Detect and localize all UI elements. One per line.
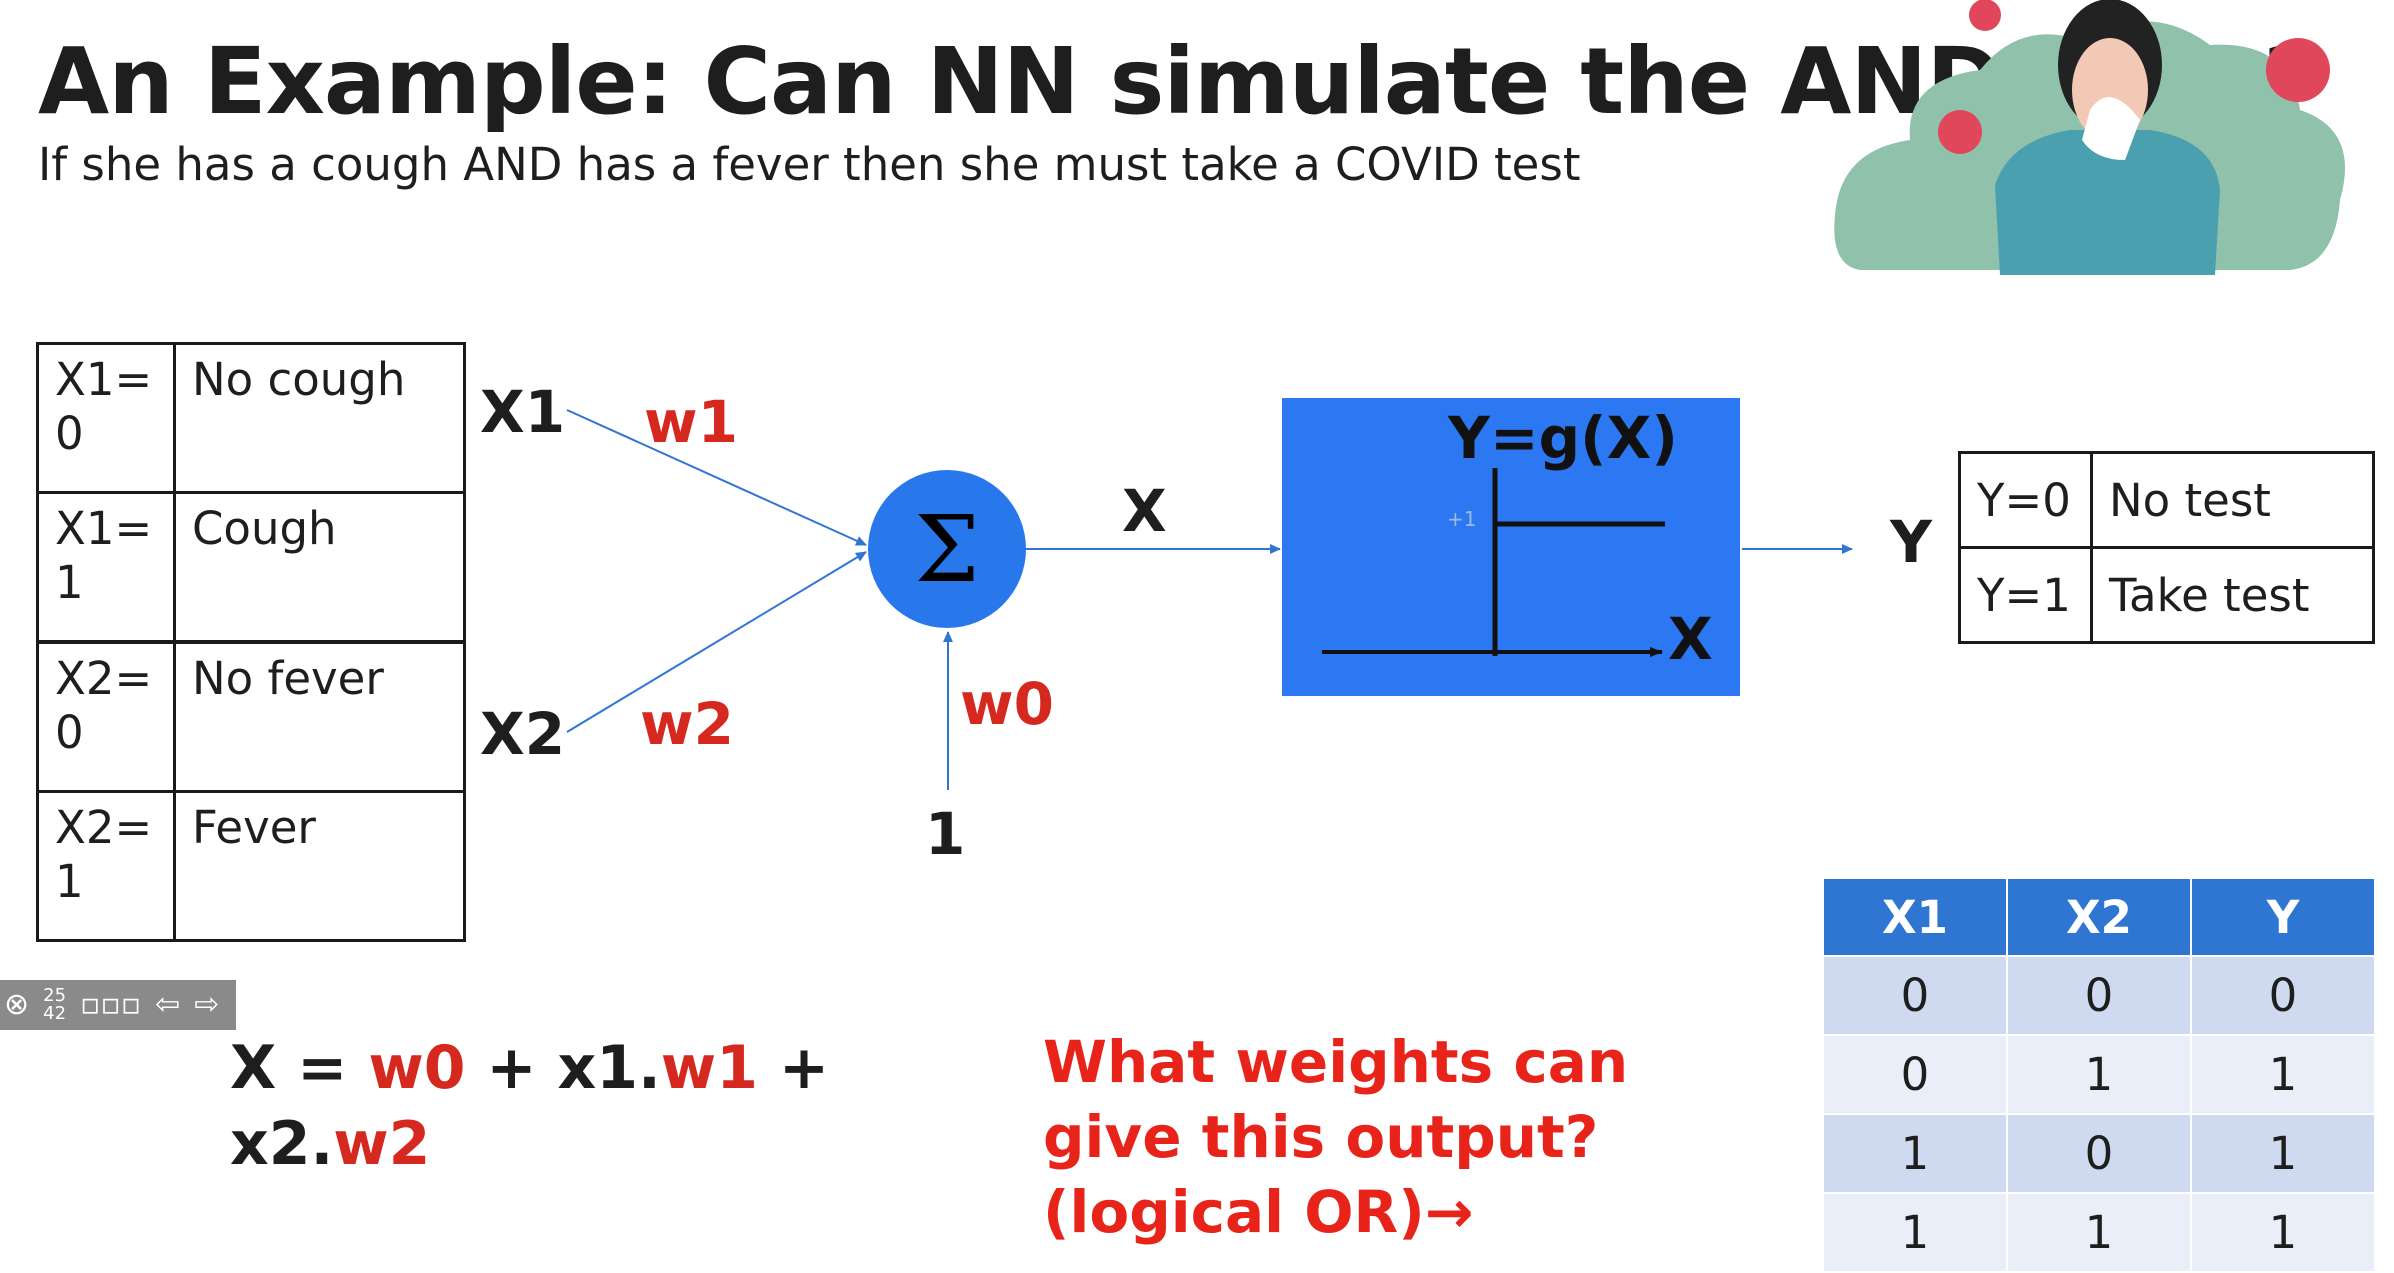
column-header: X1 <box>1822 877 2008 957</box>
equation-w0: w0 <box>368 1033 466 1103</box>
equation-plus: + <box>757 1033 830 1103</box>
person-sneezing-illustration <box>1834 0 2345 275</box>
table-row: X1= 0 No cough <box>36 342 466 494</box>
step-function-graph <box>1322 468 1665 657</box>
table-cell: Fever <box>173 790 466 942</box>
table-cell: 0 <box>1822 1034 2008 1115</box>
current-page: 25 <box>43 985 67 1006</box>
table-cell: X2= 0 <box>36 641 176 793</box>
table-cell: 1 <box>2190 1034 2376 1115</box>
equation-w1: w1 <box>660 1033 758 1103</box>
previous-slide-icon[interactable]: ⇦ <box>155 987 181 1022</box>
page-indicator[interactable]: 25 42 <box>43 987 66 1023</box>
table-cell: 1 <box>2190 1192 2376 1273</box>
table-row: 0 0 0 <box>1822 955 2376 1036</box>
sum-output-label: X <box>1122 477 1167 545</box>
table-cell: X2= 1 <box>36 790 176 942</box>
table-cell: 1 <box>1822 1113 2008 1194</box>
table-cell: No cough <box>173 342 466 494</box>
table-cell: 1 <box>2190 1113 2376 1194</box>
table-cell: 0 <box>2190 955 2376 1036</box>
table-cell: Y=1 <box>1958 546 2093 644</box>
table-header-row: X1 X2 Y <box>1822 877 2376 957</box>
table-cell: No test <box>2090 451 2375 549</box>
x2-edge <box>566 551 867 733</box>
table-cell: 1 <box>2006 1034 2192 1115</box>
close-slideshow-icon[interactable]: ⊗ <box>4 987 30 1022</box>
table-row: X2= 0 No fever <box>36 641 466 793</box>
table-row: 0 1 1 <box>1822 1034 2376 1115</box>
column-header: X2 <box>2006 877 2192 957</box>
output-y-label: Y <box>1890 508 1932 576</box>
equation-x2: x2. <box>230 1109 334 1179</box>
equation-plus-x1: + x1. <box>465 1033 661 1103</box>
summation-node: Σ <box>868 470 1026 628</box>
x1-legend-table: X1= 0 No cough X1= 1 Cough <box>36 342 466 643</box>
weight-w1-label: w1 <box>644 388 738 456</box>
table-row: Y=0 No test <box>1958 451 2375 549</box>
table-cell: 0 <box>2006 955 2192 1036</box>
more-options-icon[interactable]: ▫▫▫ <box>80 987 142 1022</box>
table-cell: X1= 1 <box>36 491 176 643</box>
truth-table: X1 X2 Y 0 0 0 0 1 1 1 0 1 1 1 1 <box>1822 877 2376 1273</box>
table-row: 1 1 1 <box>1822 1192 2376 1273</box>
table-cell: X1= 0 <box>36 342 176 494</box>
table-row: X2= 1 Fever <box>36 790 466 942</box>
column-header: Y <box>2190 877 2376 957</box>
activation-title: Y=g(X) <box>1448 404 1678 472</box>
next-slide-icon[interactable]: ⇨ <box>194 987 220 1022</box>
sigma-symbol: Σ <box>914 495 980 603</box>
activation-function-box <box>1282 398 1740 696</box>
equation-w2: w2 <box>333 1109 431 1179</box>
total-pages: 42 <box>43 1003 67 1024</box>
table-row: X1= 1 Cough <box>36 491 466 643</box>
table-cell: Take test <box>2090 546 2375 644</box>
table-cell: 0 <box>1822 955 2008 1036</box>
activation-level-label: +1 <box>1447 507 1477 531</box>
table-cell: No fever <box>173 641 466 793</box>
table-cell: 1 <box>2006 1192 2192 1273</box>
y-legend-table: Y=0 No test Y=1 Take test <box>1958 451 2375 644</box>
table-cell: 1 <box>1822 1192 2008 1273</box>
slideshow-toolbar: ⊗ 25 42 ▫▫▫ ⇦ ⇨ <box>0 980 236 1030</box>
x1-edge <box>566 409 867 546</box>
input-x1-label: X1 <box>480 378 566 446</box>
table-cell: 0 <box>2006 1113 2192 1194</box>
weighted-sum-equation: X = w0 + x1.w1 + x2.w2 <box>230 1030 829 1182</box>
weight-w0-label: w0 <box>960 670 1054 738</box>
table-row: Y=1 Take test <box>1958 546 2375 644</box>
slide-subtitle: If she has a cough AND has a fever then … <box>38 138 1581 191</box>
input-x2-label: X2 <box>480 700 566 768</box>
weight-w2-label: w2 <box>640 690 734 758</box>
equation-lhs: X = <box>230 1033 369 1103</box>
table-row: 1 0 1 <box>1822 1113 2376 1194</box>
x2-legend-table: X2= 0 No fever X2= 1 Fever <box>36 641 466 942</box>
table-cell: Y=0 <box>1958 451 2093 549</box>
bias-input-label: 1 <box>925 800 966 868</box>
weights-question: What weights can give this output? (logi… <box>1043 1028 1629 1246</box>
table-cell: Cough <box>173 491 466 643</box>
activation-axis-label: X <box>1668 605 1713 673</box>
